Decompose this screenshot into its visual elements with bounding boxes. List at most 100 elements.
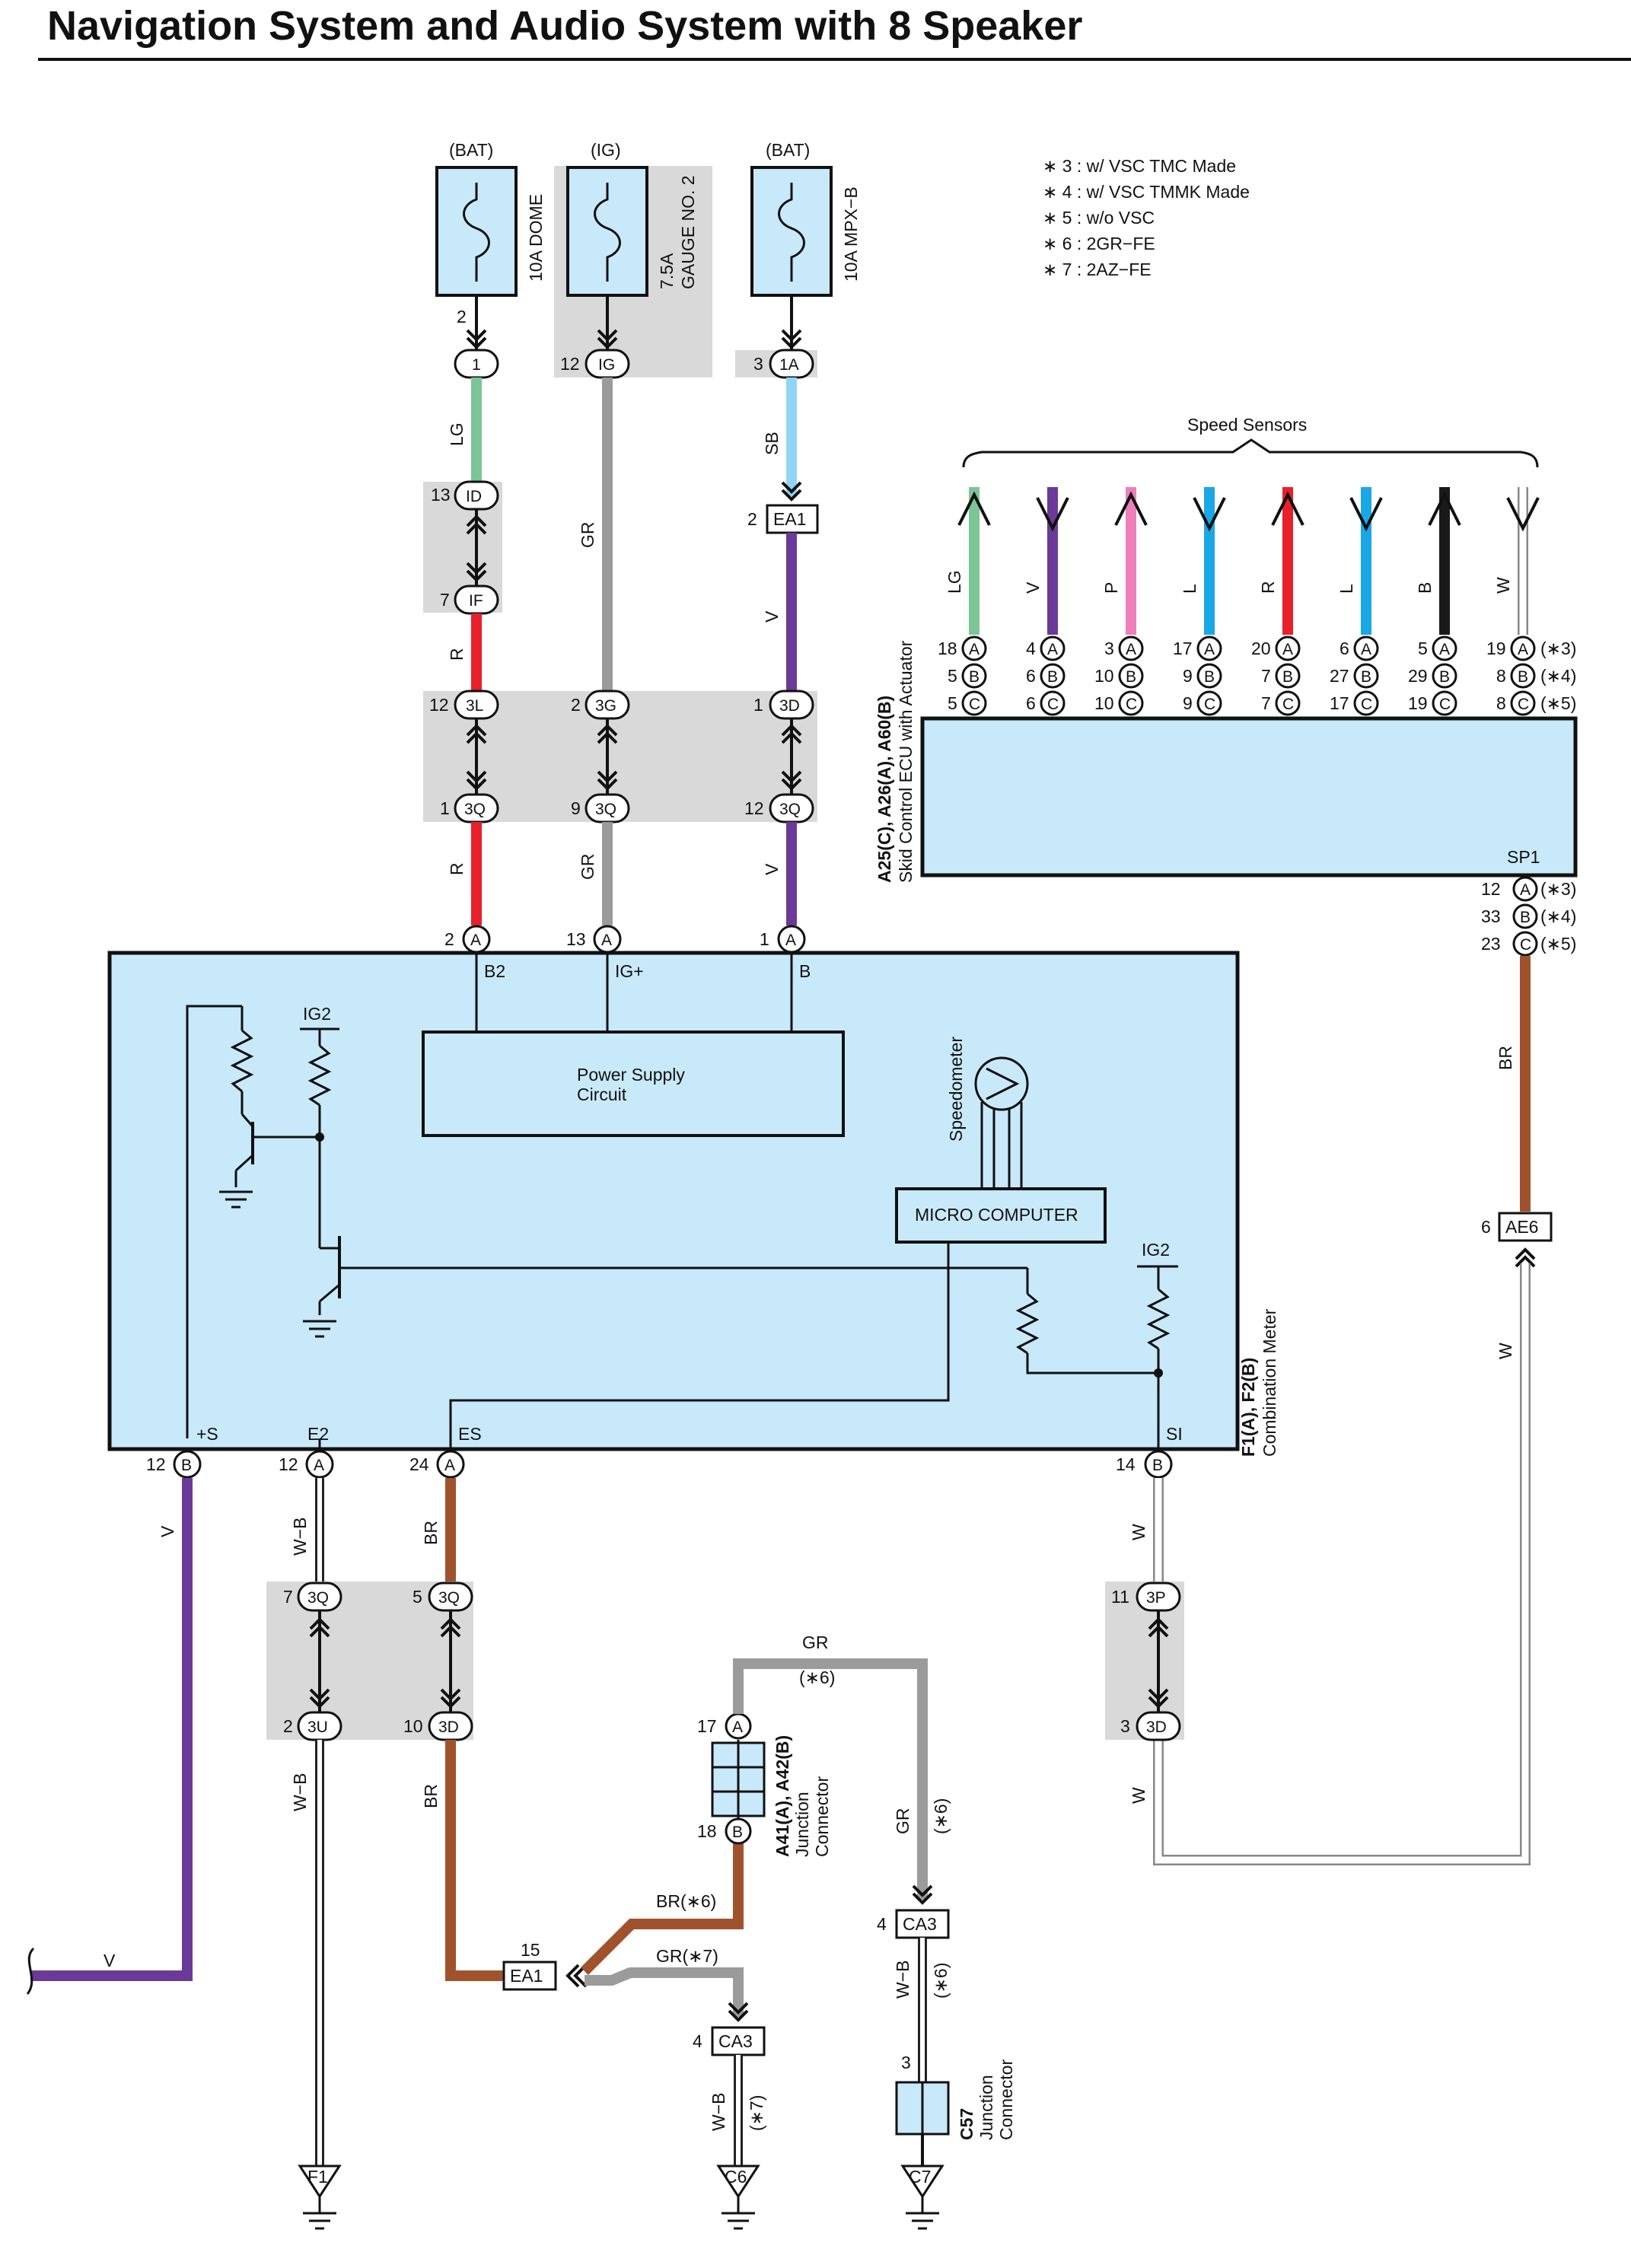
jb-if-label: IF [469,592,483,610]
meter-bottom-conn-1: B [181,1457,192,1474]
wire-gr6 [733,1658,928,1900]
sensor-pin-circle-2-C [1040,690,1066,716]
sensor-pin-letter-8-A: A [1518,641,1528,658]
sensor-pin-letter-3-A: A [1126,641,1136,658]
fuse-mpx-source: (BAT) [766,140,810,160]
sensor-pin-letter-1-B: B [969,668,980,686]
meter-top-pin-2: 13 [566,929,586,949]
jb-3d-pin: 1 [753,695,763,715]
sensor-pin-circle-1-A [961,635,987,661]
wire-gr-top-note: (∗6) [799,1668,835,1687]
ae6-label: AE6 [1505,1217,1538,1237]
sensor-row-note-A: (∗3) [1540,639,1576,658]
sensor-pin-letter-7-C: C [1439,696,1451,713]
fuse-gauge-name-2: GAUGE NO. 2 [678,175,698,289]
a41-pin-a: 17 [697,1716,717,1736]
sp1-conn-3: C [1520,936,1531,954]
note-3: ∗ 3 : w/ VSC TMC Made [1043,156,1236,176]
ca3-left-label: CA3 [718,2031,753,2051]
sensor-pin-number-7-B: 29 [1408,666,1428,686]
speedometer-label: Speedometer [946,1037,966,1142]
jb-3d-lower-pin: 10 [403,1716,423,1736]
sensor-pin-letter-6-A: A [1361,641,1371,658]
sensor-pin-letter-6-B: B [1361,668,1371,686]
ig2-left-label: IG2 [303,1004,331,1024]
sensor-pin-circle-6-C [1353,690,1379,716]
meter-label-b2: B2 [484,961,505,981]
wire-br6-label: BR(∗6) [656,1891,716,1911]
jb-3g-pin: 2 [571,695,581,715]
meter-label-plus-s: +S [196,1424,218,1444]
sensor-pin-number-1-C: 5 [948,693,957,713]
junction-connector-a41: 17 A 18 B A41(A), A42(B) Junction Connec… [697,1712,832,1857]
fuse-gauge-terminal: IG [598,356,615,374]
wire-r-label: R [447,648,467,661]
note-5: ∗ 5 : w/o VSC [1043,208,1155,228]
jb-3q-1-label: 3Q [464,801,486,818]
sensor-wire-label-2: V [1023,581,1043,594]
sensor-wire-label-5: R [1258,581,1278,594]
note-4: ∗ 4 : w/ VSC TMMK Made [1043,182,1250,202]
fuse-dome: (BAT) 10A DOME 2 1 [435,140,546,379]
wire-br6 [581,1843,744,1975]
c57-desc-2: Connector [996,2059,1016,2140]
sensor-pin-number-2-C: 6 [1026,693,1036,713]
a41-name: A41(A), A42(B) [772,1735,792,1857]
sp1-pin-1: 12 [1481,879,1501,899]
meter-top-pin-3: 1 [760,929,769,949]
meter-top-pin-1: 2 [444,929,454,949]
sensor-arrow-down-8 [1506,497,1540,532]
sensor-pin-letter-2-A: A [1047,641,1058,658]
notes: ∗ 3 : w/ VSC TMC Made ∗ 4 : w/ VSC TMMK … [1043,156,1250,279]
sensor-pin-circle-1-C [961,690,987,716]
sp1-pin-2: 33 [1481,906,1501,926]
sensor-row-note-C: (∗5) [1540,693,1576,713]
sensor-row-note-B: (∗4) [1540,666,1576,686]
jb-3d-right-label: 3D [1146,1719,1167,1736]
sensor-pin-letter-1-C: C [969,696,980,713]
sensor-wire-label-7: B [1415,582,1435,594]
fuse-dome-pin: 2 [457,307,467,327]
sensor-pin-circle-2-B [1040,663,1066,689]
jb-3u-label: 3U [307,1719,328,1736]
ig2-right-label: IG2 [1142,1240,1170,1260]
sensor-pin-circle-4-A [1196,635,1222,661]
meter-label-es: ES [458,1424,482,1444]
ea1-lower-pin: 15 [521,1940,540,1960]
jb-3q-5-pin: 5 [413,1587,422,1607]
sensor-pin-circle-4-B [1196,663,1222,689]
ca3-right-label: CA3 [903,1914,937,1934]
sensor-pin-circle-3-B [1118,663,1144,689]
fuse-mpx-name: 10A MPX−B [841,186,861,282]
sensor-arrow-down-6 [1349,497,1383,532]
wire-wb-c57-label: W−B [893,1961,913,1999]
wire-wb-c6-note: (∗7) [747,2095,766,2131]
jb-ea1-top-label: EA1 [773,509,806,529]
sensor-wire-label-8: W [1493,577,1513,594]
wire-gr-right-label: GR [893,1808,913,1835]
sensor-pin-number-8-A: 19 [1486,639,1506,658]
sensor-arrow-up-5 [1271,491,1304,526]
wire-gr-right-note: (∗6) [931,1798,951,1834]
sensor-pin-circle-4-C [1196,690,1222,716]
sensor-pin-circle-7-C [1432,690,1457,716]
jb-3l-label: 3L [466,697,483,715]
ecu-desc: Skid Control ECU with Actuator [896,640,916,883]
meter-label-si: SI [1166,1424,1183,1444]
meter-label-igplus: IG+ [615,961,644,981]
sensor-pin-circle-8-A [1510,635,1536,661]
sensor-pin-number-3-B: 10 [1094,666,1114,686]
sp1-note-1: (∗3) [1540,879,1576,899]
sensor-wire-label-4: L [1180,584,1199,594]
jb-3q-9-label: 3Q [595,801,616,818]
skid-control-ecu: Speed Sensors LGA18B5C5FL+VA4B6C6FL−PA3B… [874,415,1578,957]
sensor-pin-number-8-B: 8 [1496,666,1506,686]
sensor-pin-number-6-C: 17 [1330,693,1349,713]
sensor-pin-letter-7-A: A [1439,641,1450,658]
fuse-gauge: (IG) 7.5A GAUGE NO. 2 12 IG [560,140,698,379]
sensor-wire-label-6: L [1336,584,1356,594]
jb-3q-1-pin: 1 [440,798,450,818]
sensor-pin-circle-8-C [1510,690,1536,716]
jb-3d-right-pin: 3 [1120,1716,1130,1736]
jb-if-pin: 7 [440,590,450,610]
